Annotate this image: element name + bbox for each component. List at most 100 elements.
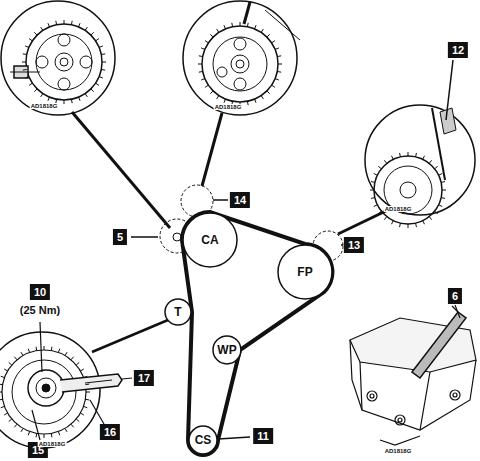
gear-tooth: [374, 205, 378, 207]
pulley-circle: CA: [182, 212, 238, 268]
gear-tooth: [198, 64, 202, 65]
callout-number: 13: [344, 237, 364, 253]
gear-tooth: [439, 205, 443, 207]
gear-tooth: [224, 99, 226, 103]
gear-tooth: [36, 347, 38, 351]
gear-tooth: [28, 431, 29, 435]
gear-tooth: [71, 424, 74, 427]
gear-tooth: [384, 160, 386, 163]
gear-tooth: [83, 376, 87, 377]
gear-tooth: [28, 349, 29, 353]
gear-tooth: [58, 431, 59, 435]
gear-tooth: [267, 91, 270, 94]
gear-tooth: [392, 156, 394, 160]
gear-tooth: [267, 34, 270, 37]
gear-tooth: [85, 27, 87, 30]
gear-tooth: [80, 413, 83, 415]
gear-tooth: [71, 21, 73, 25]
gear-tooth: [85, 94, 87, 97]
gear-tooth: [408, 152, 409, 156]
gear-tooth: [441, 181, 445, 183]
gear-tooth: [374, 174, 378, 176]
gear-tooth: [48, 97, 50, 101]
gear-tooth: [86, 392, 90, 393]
gear-tooth: [91, 32, 94, 35]
figure-code: AD1818G: [214, 104, 243, 110]
pulley-circle: T: [164, 298, 192, 326]
gear-tooth: [224, 25, 226, 29]
pulley-label: CS: [195, 433, 212, 447]
gear-tooth: [101, 53, 105, 55]
gear-tooth: [101, 69, 105, 71]
pulley-circle: WP: [212, 335, 242, 365]
gear-tooth: [22, 62, 26, 63]
figure-code: AD1818G: [30, 103, 59, 109]
gear-tooth: [261, 29, 263, 32]
gear-tooth: [58, 349, 59, 353]
gear-tooth: [44, 434, 45, 438]
gear-tooth: [255, 99, 257, 103]
gear-tooth: [85, 384, 89, 386]
detail-circle: [1, 1, 115, 115]
gear-tooth: [201, 48, 205, 50]
gear-tooth: [210, 91, 213, 94]
gear-tooth: [36, 433, 38, 437]
gear-tooth: [44, 346, 45, 350]
gear-tooth: [205, 41, 208, 43]
pulley-label: T: [174, 305, 181, 319]
gear-tooth: [272, 41, 275, 43]
pulley-circle: FP: [277, 244, 333, 300]
gear-tooth: [25, 77, 29, 79]
gear-tooth: [9, 362, 12, 365]
callout-number: 10: [30, 284, 50, 300]
gear-tooth: [14, 357, 17, 360]
callout-number: 14: [230, 192, 250, 208]
gear-tooth: [0, 399, 3, 401]
gear-tooth: [442, 190, 446, 191]
gear-tooth: [96, 83, 99, 85]
gear-tooth: [41, 27, 43, 30]
gear-tooth: [423, 156, 425, 160]
gear-tooth: [272, 85, 275, 87]
gear-tooth: [439, 174, 443, 176]
gear-tooth: [275, 48, 279, 50]
figure-code: AD1818G: [384, 448, 413, 454]
gear-tooth: [261, 96, 263, 99]
gear-tooth: [34, 89, 37, 92]
gear-tooth: [96, 39, 99, 41]
gear-tooth: [51, 433, 53, 437]
gear-tooth: [255, 25, 257, 29]
gear-tooth: [1, 406, 5, 407]
gear-tooth: [378, 166, 381, 168]
gear-tooth: [415, 223, 417, 227]
gear-tooth: [240, 22, 241, 26]
gear-tooth: [80, 369, 83, 371]
gear-tooth: [4, 413, 7, 415]
gear-tooth: [399, 153, 401, 157]
timing-belt: [182, 212, 332, 455]
gear-tooth: [34, 32, 37, 35]
gear-tooth: [64, 100, 65, 104]
gear-tooth: [41, 94, 43, 97]
gear-tooth: [65, 352, 67, 355]
gear-tooth: [275, 79, 279, 81]
detail-circle: [183, 1, 297, 115]
gear-tooth: [217, 96, 219, 99]
gear-tooth: [199, 71, 203, 73]
gear-tooth: [435, 166, 438, 168]
gear-tooth: [429, 160, 431, 163]
gear-tooth: [76, 362, 79, 365]
gear-tooth: [76, 419, 79, 422]
gear-tooth: [429, 217, 431, 220]
gear-tooth: [9, 419, 12, 422]
gear-tooth: [277, 55, 281, 57]
figure-code: AD1818G: [384, 206, 413, 212]
gear-tooth: [247, 23, 249, 27]
gear-tooth: [21, 428, 23, 431]
gear-tooth: [399, 223, 401, 227]
gear-tooth: [23, 69, 27, 71]
gear-tooth: [85, 399, 89, 401]
gear-tooth: [48, 23, 50, 27]
gear-tooth: [21, 352, 23, 355]
